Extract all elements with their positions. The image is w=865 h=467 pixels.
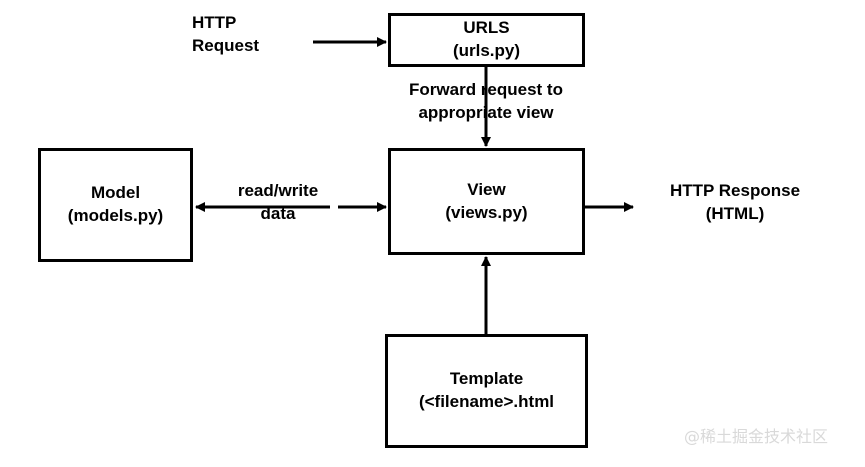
label-read-write-line2: data	[260, 203, 296, 223]
node-model-subtitle: (models.py)	[67, 206, 164, 225]
node-model[interactable]: Model (models.py)	[38, 148, 193, 262]
node-template-title: Template	[449, 369, 524, 389]
watermark: @稀土掘金技术社区	[684, 427, 829, 446]
node-view[interactable]: View (views.py)	[388, 148, 585, 255]
label-http-response-line1: HTTP Response	[669, 181, 801, 200]
node-template-subtitle: (<filename>.html	[418, 392, 555, 411]
node-urls-subtitle: (urls.py)	[452, 41, 521, 60]
label-http-response: HTTP Response (HTML)	[645, 180, 825, 226]
label-http-request-line2: Request	[192, 35, 260, 55]
node-view-subtitle: (views.py)	[445, 202, 528, 222]
node-template[interactable]: Template (<filename>.html	[385, 334, 588, 448]
label-forward-request: Forward request to appropriate view	[386, 79, 586, 125]
node-urls-title: URLS	[463, 18, 510, 38]
label-http-request: HTTP Request	[192, 12, 259, 58]
label-http-response-line2: (HTML)	[705, 203, 765, 223]
label-forward-request-line1: Forward request to	[409, 80, 563, 99]
label-read-write-line1: read/write	[237, 181, 319, 200]
node-view-title: View	[467, 179, 506, 199]
label-read-write-data: read/write data	[218, 180, 338, 226]
label-forward-request-line2: appropriate view	[418, 102, 554, 122]
node-urls[interactable]: URLS (urls.py)	[388, 13, 585, 67]
label-http-request-line1: HTTP	[192, 13, 237, 32]
node-model-title: Model	[90, 183, 141, 203]
